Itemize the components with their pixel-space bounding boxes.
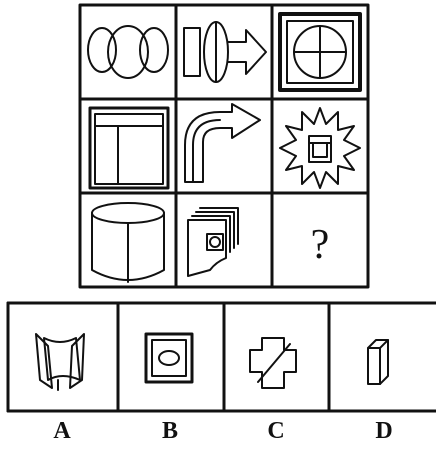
cell-starburst-icon (280, 108, 360, 188)
cell-stacked-cards-icon (188, 208, 238, 276)
option-a-label[interactable]: A (42, 418, 82, 445)
option-b-label[interactable]: B (150, 418, 190, 445)
option-a-icon[interactable] (36, 334, 84, 390)
option-d-label[interactable]: D (364, 418, 404, 445)
cell-curved-arrow-icon (185, 104, 260, 182)
option-c-icon[interactable] (250, 338, 296, 388)
cell-cylinder-icon (92, 203, 164, 282)
cell-circle-cross-icon (280, 14, 360, 90)
question-mark: ? (311, 222, 330, 268)
option-b-icon[interactable] (146, 334, 192, 382)
cell-lens-arrow-icon (184, 22, 266, 82)
cell-ovals-icon (88, 26, 168, 78)
option-c-label[interactable]: C (256, 418, 296, 445)
cell-t-panel-icon (90, 108, 168, 188)
option-d-icon[interactable] (368, 340, 388, 384)
